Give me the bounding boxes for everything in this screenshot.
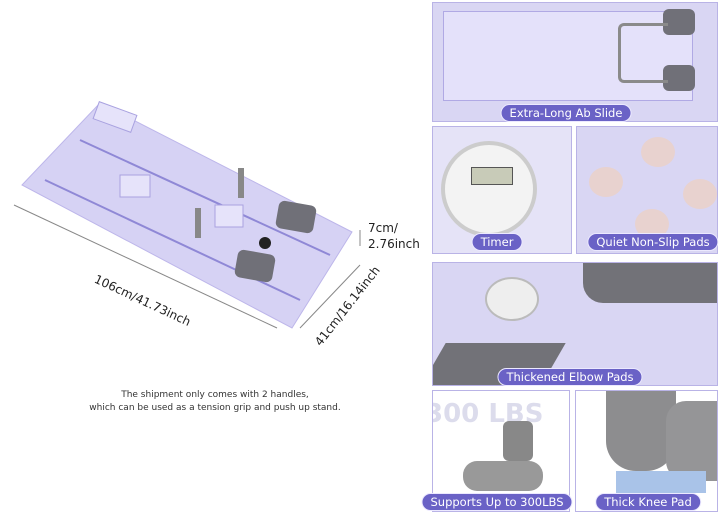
- feature-panel-knee-pad: [575, 390, 718, 512]
- label-extra-long-ab-slide: Extra-Long Ab Slide: [500, 104, 632, 122]
- timer-icon: [485, 277, 539, 321]
- timer-dot: [259, 237, 271, 249]
- elbow-pad: [583, 263, 717, 303]
- handle: [618, 23, 668, 83]
- feature-panel-non-slip-pads: [576, 126, 718, 254]
- feature-panel-300lbs: 300 LBS: [432, 390, 570, 512]
- label-thick-knee-pad: Thick Knee Pad: [595, 493, 701, 511]
- height-dimension-2: 2.76inch: [368, 237, 420, 251]
- knee-pad: [616, 471, 706, 493]
- timer-icon: [441, 141, 537, 237]
- label-thickened-elbow-pads: Thickened Elbow Pads: [497, 368, 643, 386]
- feature-panel-ab-slide: [432, 2, 718, 122]
- elbow-pad: [234, 249, 276, 283]
- elbow-pad: [663, 65, 695, 91]
- elbow-pad: [275, 200, 317, 234]
- timer-display: [471, 167, 513, 185]
- label-quiet-non-slip-pads: Quiet Non-Slip Pads: [587, 233, 719, 251]
- feature-panel-timer: [432, 126, 572, 254]
- elbow-pad: [663, 9, 695, 35]
- product-board-illustration: [13, 101, 361, 329]
- height-dimension-1: 7cm/: [368, 221, 398, 235]
- shipment-note-1: The shipment only comes with 2 handles,: [121, 390, 309, 400]
- label-timer: Timer: [471, 233, 523, 251]
- shipment-note-2: which can be used as a tension grip and …: [89, 403, 341, 413]
- label-supports-300lbs: Supports Up to 300LBS: [421, 493, 573, 511]
